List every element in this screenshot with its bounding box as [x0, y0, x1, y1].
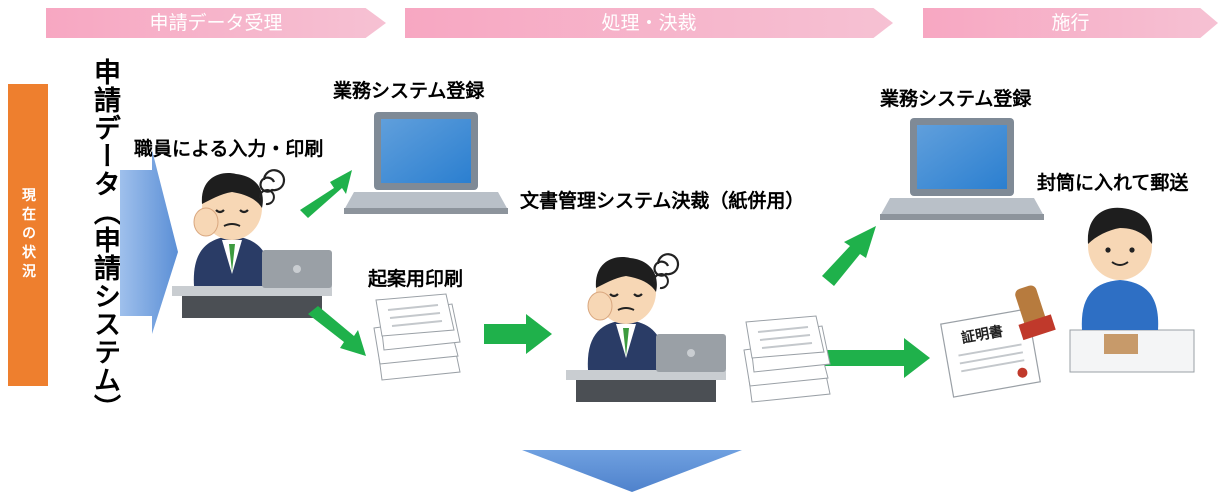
paper-stack-draft — [373, 293, 461, 381]
worker-staff-input — [170, 169, 334, 320]
green-arrow-to-laptop-1 — [300, 170, 352, 218]
laptop-system-register-2 — [880, 118, 1044, 220]
paper-stack-approval — [743, 315, 831, 403]
source-label: 申請データ（申請システム） — [89, 58, 120, 422]
doc-mgmt-label: 文書管理システム決裁（紙併用） — [520, 190, 805, 212]
staff-input-label: 職員による入力・印刷 — [134, 138, 324, 160]
system-register-label-2: 業務システム登録 — [880, 88, 1032, 110]
mail-label: 封筒に入れて郵送 — [1037, 172, 1189, 194]
green-arrow-to-certificate — [824, 338, 930, 378]
stage-label: 施行 — [1051, 12, 1090, 34]
stage-band-process: 処理・決裁 — [405, 8, 893, 38]
stage-label: 処理・決裁 — [601, 12, 697, 34]
draft-print-label: 起案用印刷 — [368, 268, 464, 290]
status-tab-label: 現在の状況 — [20, 187, 36, 283]
stamp — [1015, 285, 1056, 341]
stage-band-enforce: 施行 — [923, 8, 1218, 38]
worker-approval — [564, 253, 728, 404]
stage-band-receive: 申請データ受理 — [46, 8, 386, 38]
certificate-document: 証明書 — [940, 308, 1041, 398]
green-arrow-to-laptop-2 — [822, 226, 876, 286]
down-arrow — [522, 450, 742, 492]
stage-label: 申請データ受理 — [149, 12, 283, 34]
worker-mail — [1069, 207, 1195, 373]
green-arrow-to-draft — [308, 306, 366, 356]
green-arrow-to-approval — [484, 314, 552, 354]
input-arrow — [120, 150, 178, 334]
laptop-system-register-1 — [344, 112, 508, 214]
system-register-label-1: 業務システム登録 — [333, 80, 485, 102]
status-tab: 現在の状況 — [8, 84, 48, 386]
